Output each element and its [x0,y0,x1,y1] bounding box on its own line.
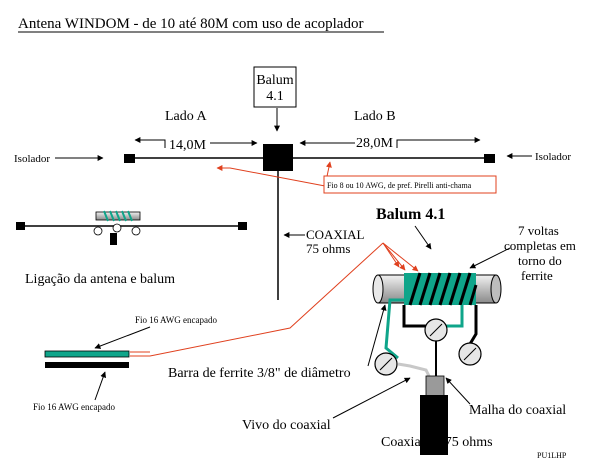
barra-arrow [367,304,387,367]
lead-green-left [384,298,404,360]
fio-bottom-arrow [94,371,107,401]
length-b-arrow-right [396,137,481,148]
terminal-center [424,318,448,342]
balum-block [263,144,293,171]
thumb-isolator-right [238,222,247,230]
coax-jacket [420,395,448,455]
barra-label: Barra de ferrite 3/8" de diâmetro [168,366,351,381]
isolator-left-block [124,154,135,163]
wire-note-label: Fio 8 ou 10 AWG, de pref. Pirelli anti-c… [327,181,472,190]
coax-braid [425,375,445,397]
balum-box [253,66,297,108]
fio-bottom-label: Fio 16 AWG encapado [33,402,116,412]
thumb-balum [93,210,141,245]
page-title: Antena WINDOM - de 10 até 80M com uso de… [18,16,363,32]
length-a-arrow-left [134,137,166,148]
ligacao-label: Ligação da antena e balum [25,272,175,287]
red-link-3 [382,242,419,272]
turns-label-4: ferrite [521,268,553,283]
turns-arrow [469,247,511,269]
winding [404,272,478,306]
coax-center-conductor [397,362,432,379]
vivo-arrow [332,377,411,419]
lead-black-left [402,305,432,328]
wire-note-line-a [216,165,326,187]
isolador-right-label: Isolador [535,151,571,163]
length-a-label: 14,0M [169,138,207,153]
turns-label-1: 7 voltas [518,223,559,238]
wire-note-box [323,175,497,194]
balum-detail-arrow [414,225,432,250]
wire-sample-green [44,350,130,358]
turns-label-3: torno do [518,253,562,268]
lead-green-right [440,305,464,328]
coax-label-1: COAXIAL [306,227,365,242]
isolator-right-block [484,154,495,163]
length-b-label: 28,0M [356,136,394,151]
terminal-right [458,342,482,366]
balum-box-label-1: Balum [256,73,293,88]
malha-label: Malha do coaxial [469,403,566,418]
lado-b-label: Lado B [354,109,396,124]
red-link-4 [130,242,384,357]
lead-black-right [468,305,478,345]
wire-sample-black [45,362,129,368]
red-link-2 [382,242,406,271]
thumb-isolator-left [16,222,25,230]
signature: PU1LHP [537,451,567,460]
lado-a-label: Lado A [165,109,207,124]
malha-arrow [445,377,471,405]
turns-label-2: completas em [504,238,576,253]
coax-75-label: Coaxial de 75 ohms [381,435,493,450]
terminal-left [374,352,398,376]
isolador-left-label: Isolador [14,153,50,165]
coax-label-2: 75 ohms [306,241,350,256]
balum-box-label-2: 4.1 [266,89,284,104]
balum-detail-title: Balum 4.1 [376,206,445,223]
vivo-label: Vivo do coaxial [242,418,331,433]
fio-top-label: Fio 16 AWG encapado [135,315,218,325]
fio-top-arrow [94,326,151,349]
